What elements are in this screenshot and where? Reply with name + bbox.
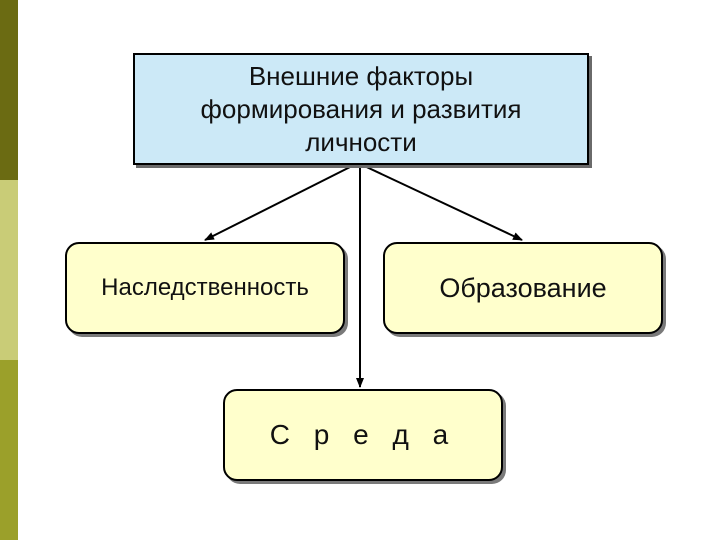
root-line-3: личности	[305, 126, 417, 157]
side-bar-bottom	[0, 360, 18, 540]
node-environment: С р е д а	[223, 389, 503, 481]
arrow-to-heredity	[204, 162, 359, 241]
node-education: Образование	[383, 242, 663, 334]
node-heredity-label: Наследственность	[101, 274, 309, 301]
arrow-to-education	[357, 162, 523, 241]
side-bar-top	[0, 0, 18, 180]
node-education-label: Образование	[439, 272, 607, 303]
root-line-2: формирования и развития	[200, 93, 522, 124]
node-heredity: Наследственность	[65, 242, 345, 334]
root-line-1: Внешние факторы	[248, 60, 474, 91]
side-bar-middle	[0, 180, 18, 360]
node-environment-label: С р е д а	[269, 419, 457, 450]
root-node: Внешние факторы формирования и развития …	[133, 53, 589, 165]
